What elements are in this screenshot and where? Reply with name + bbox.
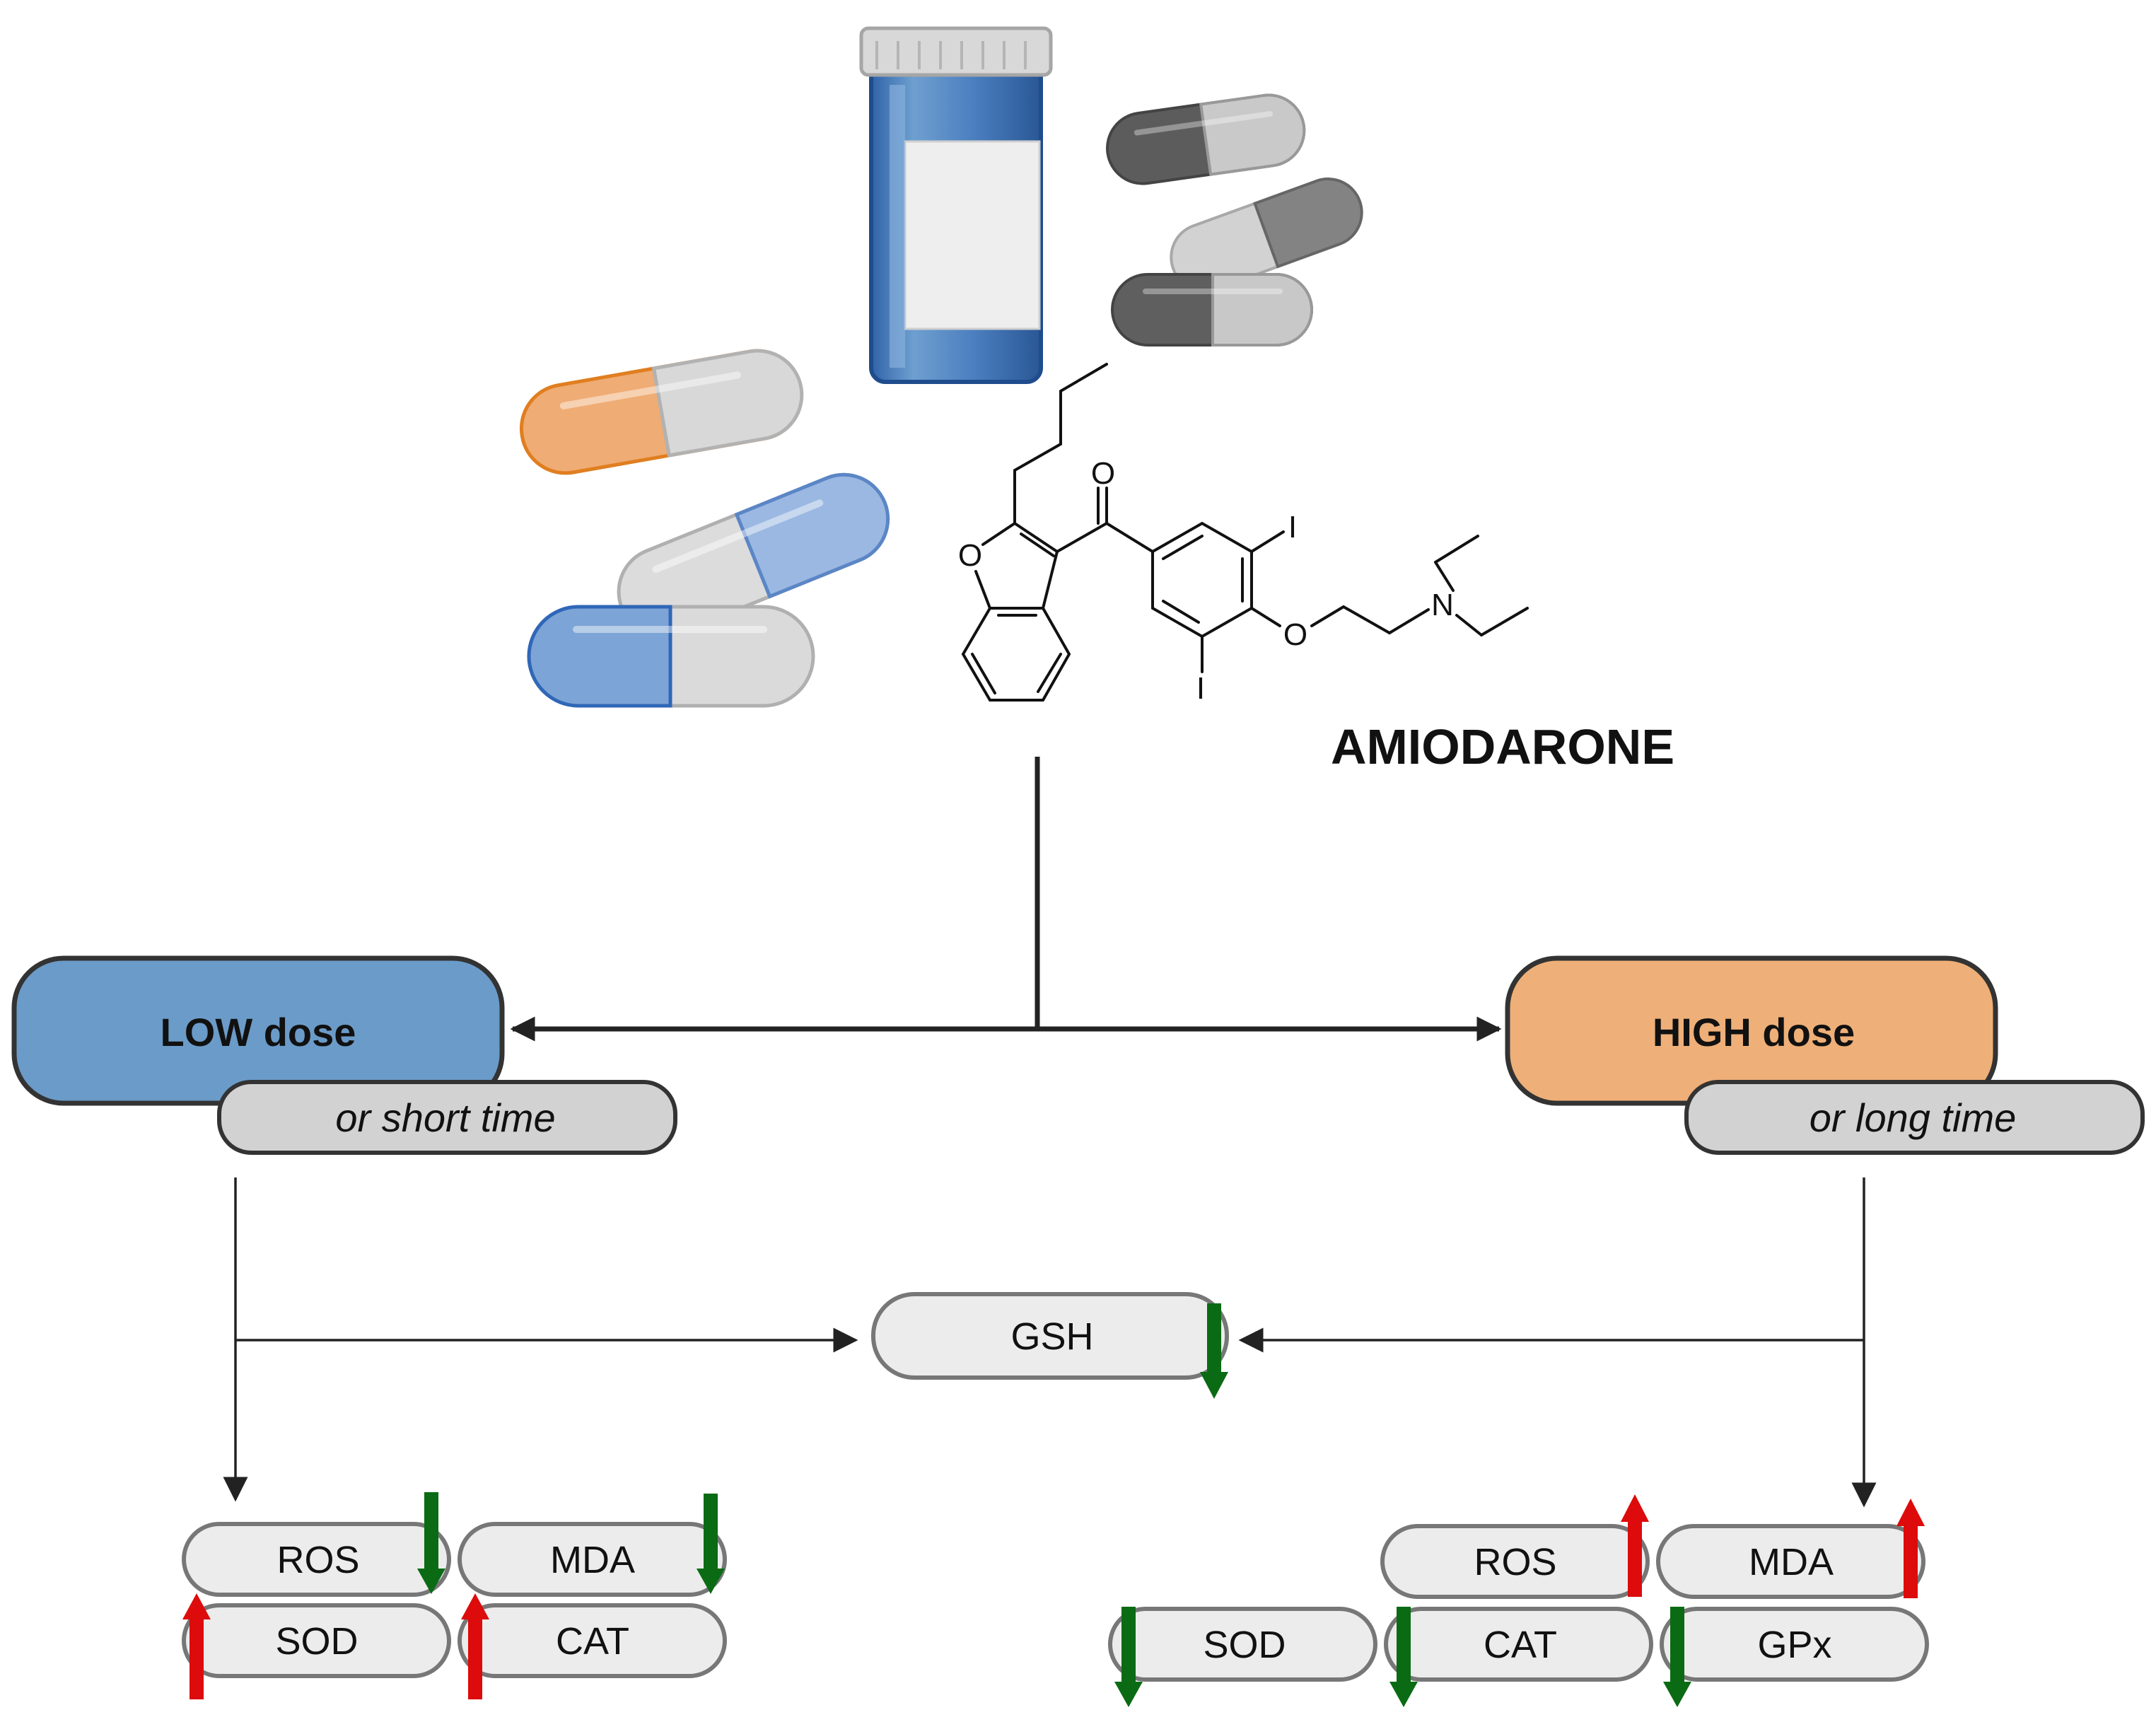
capsule-icon — [519, 349, 804, 475]
high-dose-label: HIGH dose — [1653, 1010, 1855, 1054]
medication-illustration — [519, 26, 1363, 708]
high-marker-sod: SOD — [1108, 1607, 1377, 1707]
atom-o-ether: O — [1283, 617, 1307, 652]
low-sod-increase-arrow — [182, 1593, 211, 1699]
high-marker-mda: MDA — [1656, 1499, 1925, 1599]
low-marker-sod: SOD — [182, 1593, 451, 1699]
high-gpx-decrease-arrow — [1663, 1607, 1691, 1707]
low-cat-increase-arrow — [461, 1593, 489, 1699]
drug-name-label: AMIODARONE — [1331, 719, 1674, 774]
low-dose-box: LOW dose — [11, 955, 505, 1106]
atom-iodine-bottom: I — [1196, 671, 1205, 706]
low-marker-mda: MDA — [458, 1494, 727, 1597]
high-sod-label: SOD — [1203, 1624, 1286, 1666]
low-cat-label: CAT — [556, 1620, 629, 1663]
gsh-label: GSH — [1010, 1315, 1093, 1358]
high-marker-ros: ROS — [1380, 1494, 1650, 1599]
high-ros-increase-arrow — [1621, 1494, 1649, 1597]
low-mda-decrease-arrow — [697, 1494, 725, 1594]
high-mda-increase-arrow — [1896, 1499, 1925, 1598]
capsule-icon — [1170, 178, 1363, 293]
low-marker-ros: ROS — [182, 1492, 451, 1597]
gsh-marker: GSH — [871, 1292, 1229, 1399]
low-ros-label: ROS — [276, 1539, 359, 1581]
atom-nitrogen: N — [1431, 588, 1454, 622]
low-ros-decrease-arrow — [417, 1492, 445, 1594]
pill-bottle-icon — [859, 26, 1053, 384]
atom-iodine-top: I — [1288, 510, 1297, 545]
high-ros-label: ROS — [1474, 1541, 1556, 1583]
amiodarone-structure — [961, 363, 1529, 702]
high-condition-pill: or long time — [1684, 1080, 2145, 1155]
atom-o-furan: O — [958, 538, 982, 573]
capsule-icon — [617, 472, 890, 639]
high-mda-label: MDA — [1749, 1541, 1834, 1583]
high-marker-cat: CAT — [1384, 1607, 1653, 1707]
low-marker-cat: CAT — [458, 1593, 727, 1699]
atom-o-carbonyl: O — [1091, 456, 1115, 491]
low-condition-pill: or short time — [217, 1080, 677, 1155]
capsule-icon — [1111, 273, 1313, 347]
capsule-icon — [527, 605, 815, 708]
high-sod-decrease-arrow — [1114, 1607, 1143, 1707]
low-condition-label: or short time — [335, 1095, 555, 1140]
high-cat-decrease-arrow — [1389, 1607, 1418, 1707]
branch-connectors — [223, 757, 1877, 1508]
high-marker-gpx: GPx — [1660, 1607, 1929, 1707]
low-dose-label: LOW dose — [161, 1010, 356, 1054]
high-gpx-label: GPx — [1757, 1624, 1831, 1666]
low-sod-label: SOD — [275, 1620, 358, 1663]
capsule-icon — [1106, 93, 1306, 185]
low-mda-label: MDA — [550, 1539, 635, 1581]
high-condition-label: or long time — [1810, 1095, 2017, 1140]
high-cat-label: CAT — [1484, 1624, 1557, 1666]
gsh-decrease-arrow — [1200, 1303, 1228, 1399]
